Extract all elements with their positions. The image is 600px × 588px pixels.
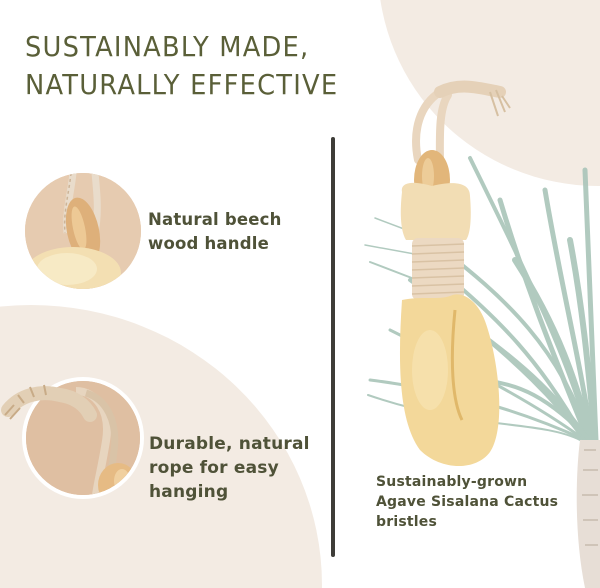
rope-icon bbox=[26, 381, 140, 495]
decorative-blob-top-right bbox=[378, 0, 600, 186]
title-line-1: SUSTAINABLY MADE, bbox=[25, 30, 310, 63]
feature-label-rope: Durable, natural rope for easy hanging bbox=[149, 434, 310, 502]
page-title: SUSTAINABLY MADE, NATURALLY EFFECTIVE bbox=[25, 28, 338, 104]
title-line-2: NATURALLY EFFECTIVE bbox=[25, 68, 339, 101]
wood-handle-image bbox=[25, 173, 141, 289]
rope-fray-icon bbox=[1, 384, 97, 422]
feature-label-wood-handle: Natural beech wood handle bbox=[148, 210, 282, 253]
rope-image bbox=[22, 377, 144, 499]
wood-handle-icon bbox=[25, 173, 141, 289]
feature-label-bristles: Sustainably-grown Agave Sisalana Cactus … bbox=[376, 474, 559, 530]
vertical-divider bbox=[331, 137, 335, 557]
